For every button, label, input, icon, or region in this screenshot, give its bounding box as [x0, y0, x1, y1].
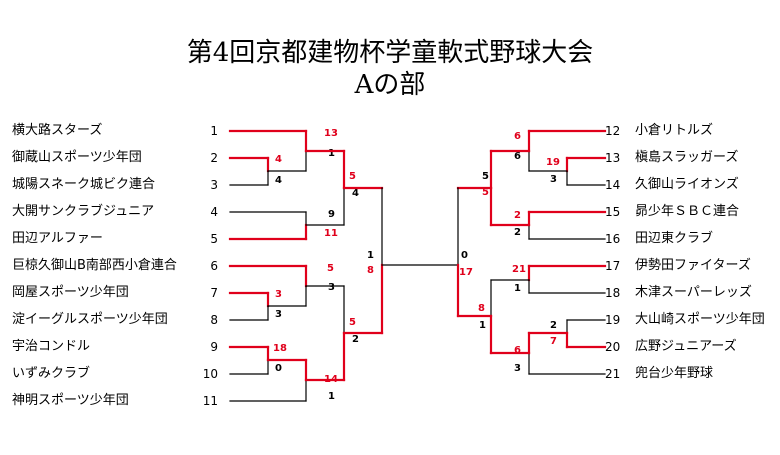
score-loser: 3	[550, 174, 557, 185]
seed-number: 3	[210, 178, 218, 192]
seed-number: 20	[605, 340, 621, 354]
seed-number: 2	[210, 151, 218, 165]
team-name: 田辺アルファー	[12, 231, 103, 246]
score-winner: 21	[512, 264, 526, 275]
score-winner: 11	[324, 228, 338, 239]
score-winner: 8	[367, 265, 374, 276]
team-name: 城陽スネーク城ビク連合	[12, 177, 156, 192]
score-loser: 1	[328, 148, 335, 159]
seed-number: 18	[605, 286, 621, 300]
score-loser: 4	[275, 175, 282, 186]
team-name: 神明スポーツ少年団	[12, 393, 129, 408]
score-loser: 5	[482, 171, 489, 182]
team-name: 田辺東クラブ	[635, 231, 714, 246]
team-name: 御蔵山スポーツ少年団	[12, 150, 142, 165]
score-loser: 0	[275, 363, 282, 374]
team-name: 伊勢田ファイターズ	[635, 258, 751, 273]
team-name: 槇島スラッガーズ	[635, 150, 739, 165]
score-loser: 2	[550, 320, 557, 331]
team-name: 久御山ライオンズ	[635, 177, 739, 192]
score-loser: 1	[514, 283, 521, 294]
score-winner: 19	[546, 157, 560, 168]
score-loser: 1	[328, 391, 335, 402]
seed-number: 6	[210, 259, 218, 273]
tournament-title: 第4回京都建物杯学童軟式野球大会	[186, 38, 594, 68]
score-winner: 5	[327, 263, 334, 274]
score-winner: 5	[482, 187, 489, 198]
seed-number: 1	[210, 124, 218, 138]
score-loser: 0	[461, 250, 468, 261]
seed-number: 16	[605, 232, 621, 246]
score-loser: 2	[514, 227, 521, 238]
score-winner: 13	[324, 128, 338, 139]
score-winner: 7	[550, 336, 557, 347]
seed-number: 14	[605, 178, 621, 192]
seed-number: 13	[605, 151, 621, 165]
score-loser: 3	[514, 363, 521, 374]
seed-number: 10	[202, 367, 218, 381]
score-winner: 6	[514, 131, 521, 142]
score-winner: 6	[514, 345, 521, 356]
team-name: 淀イーグルスポーツ少年団	[12, 312, 168, 327]
score-winner: 3	[275, 289, 282, 300]
score-loser: 2	[352, 334, 359, 345]
team-name: 大開サンクラブジュニア	[12, 204, 155, 219]
score-loser: 1	[479, 320, 486, 331]
score-loser: 3	[328, 282, 335, 293]
team-name: 岡屋スポーツ少年団	[12, 285, 129, 300]
score-loser: 4	[352, 188, 359, 199]
score-loser: 6	[514, 151, 521, 162]
seed-number: 17	[605, 259, 621, 273]
seed-number: 7	[210, 286, 218, 300]
team-name: 巨椋久御山B南部西小倉連合	[12, 258, 177, 273]
team-name: 木津スーパーレッズ	[635, 285, 752, 300]
score-winner: 5	[349, 171, 356, 182]
team-name: 小倉リトルズ	[635, 123, 714, 138]
score-winner: 2	[514, 210, 521, 221]
score-winner: 4	[275, 154, 282, 165]
score-loser: 9	[328, 209, 335, 220]
seed-number: 8	[210, 313, 218, 327]
team-name: 宇治コンドル	[12, 339, 91, 354]
seed-number: 21	[605, 367, 621, 381]
seed-number: 15	[605, 205, 621, 219]
team-name: 大山崎スポーツ少年団	[635, 312, 765, 327]
team-name: いずみクラブ	[12, 366, 91, 381]
score-winner: 18	[273, 343, 287, 354]
seed-number: 9	[210, 340, 218, 354]
score-loser: 3	[275, 309, 282, 320]
team-name: 兜台少年野球	[635, 366, 714, 381]
seed-number: 12	[605, 124, 621, 138]
seed-number: 19	[605, 313, 621, 327]
division-subtitle: Aの部	[354, 70, 426, 100]
score-loser: 1	[367, 250, 374, 261]
team-name: 広野ジュニアーズ	[635, 339, 737, 354]
team-name: 昴少年ＳＢＣ連合	[635, 204, 740, 219]
score-winner: 17	[459, 267, 473, 278]
seed-number: 11	[202, 394, 218, 408]
score-winner: 5	[349, 317, 356, 328]
seed-number: 5	[210, 232, 218, 246]
score-winner: 8	[478, 303, 485, 314]
team-name: 横大路スターズ	[12, 123, 103, 138]
seed-number: 4	[210, 205, 218, 219]
